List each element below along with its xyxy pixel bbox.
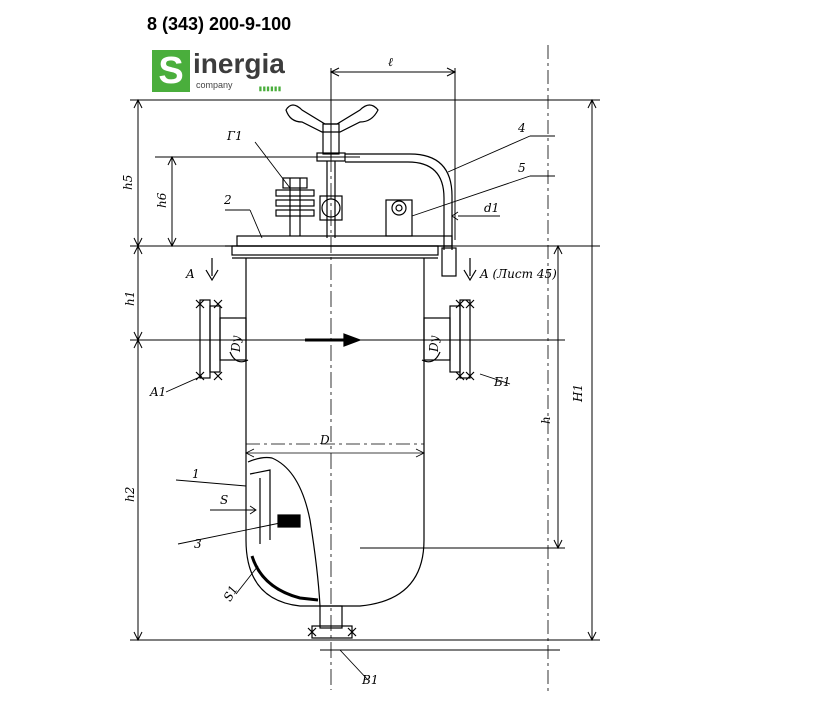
right-dimensions bbox=[547, 45, 597, 695]
label-callout-2: 2 bbox=[223, 193, 232, 207]
label-dy-right: Dy bbox=[427, 335, 441, 353]
company-logo[interactable]: S inergia company ▮▮▮▮▮▮ bbox=[152, 48, 294, 94]
lifting-lugs bbox=[385, 199, 413, 237]
label-g1: Г1 bbox=[226, 129, 243, 143]
label-v1: B1 bbox=[361, 673, 378, 687]
label-s1: S1 bbox=[221, 583, 241, 604]
label-dy-left: Dy bbox=[229, 335, 243, 353]
section-marks bbox=[205, 258, 477, 282]
label-h5: h5 bbox=[121, 175, 135, 190]
left-dimensions bbox=[133, 98, 177, 642]
logo-wordmark: inergia bbox=[193, 48, 285, 79]
label-H1: H1 bbox=[571, 384, 585, 403]
label-section-a-right: A (Лист 45) bbox=[479, 267, 557, 281]
flow-arrow bbox=[305, 333, 362, 347]
label-h: h bbox=[539, 416, 553, 424]
drawing-labels: ℓ 4 5 Г1 2 h5 h6 d1 A A (Лист 45) h1 Dy … bbox=[121, 55, 585, 687]
handwheel-assembly bbox=[285, 104, 379, 238]
label-callout-5: 5 bbox=[518, 161, 526, 175]
phone-number: 8 (343) 200-9-100 bbox=[147, 14, 292, 34]
label-h6: h6 bbox=[155, 192, 169, 208]
outlet-nozzle-right bbox=[421, 299, 475, 381]
vent-valve bbox=[275, 177, 315, 236]
sectional-cutout bbox=[247, 456, 321, 607]
label-callout-3: 3 bbox=[194, 537, 202, 551]
label-a1: A1 bbox=[149, 385, 166, 399]
logo-subtitle: company bbox=[196, 80, 233, 90]
label-callout-1: 1 bbox=[192, 467, 200, 481]
label-l: ℓ bbox=[388, 55, 393, 69]
label-s: S bbox=[220, 493, 228, 507]
label-b1: Б1 bbox=[493, 375, 510, 389]
inlet-nozzle-left bbox=[195, 299, 249, 381]
bypass-pipe bbox=[345, 153, 457, 277]
label-section-a-left: A bbox=[185, 267, 195, 281]
label-callout-4: 4 bbox=[517, 121, 526, 135]
lid bbox=[225, 235, 453, 259]
logo-letter: S bbox=[152, 50, 190, 92]
vessel-body bbox=[245, 258, 425, 607]
label-h2: h2 bbox=[123, 487, 137, 502]
leader-lines bbox=[165, 135, 555, 681]
logo-decoration: ▮▮▮▮▮▮ bbox=[258, 84, 282, 93]
label-d1: d1 bbox=[484, 201, 499, 215]
label-h1: h1 bbox=[123, 291, 137, 306]
label-D: D bbox=[319, 433, 330, 447]
drain-nozzle bbox=[307, 605, 357, 639]
